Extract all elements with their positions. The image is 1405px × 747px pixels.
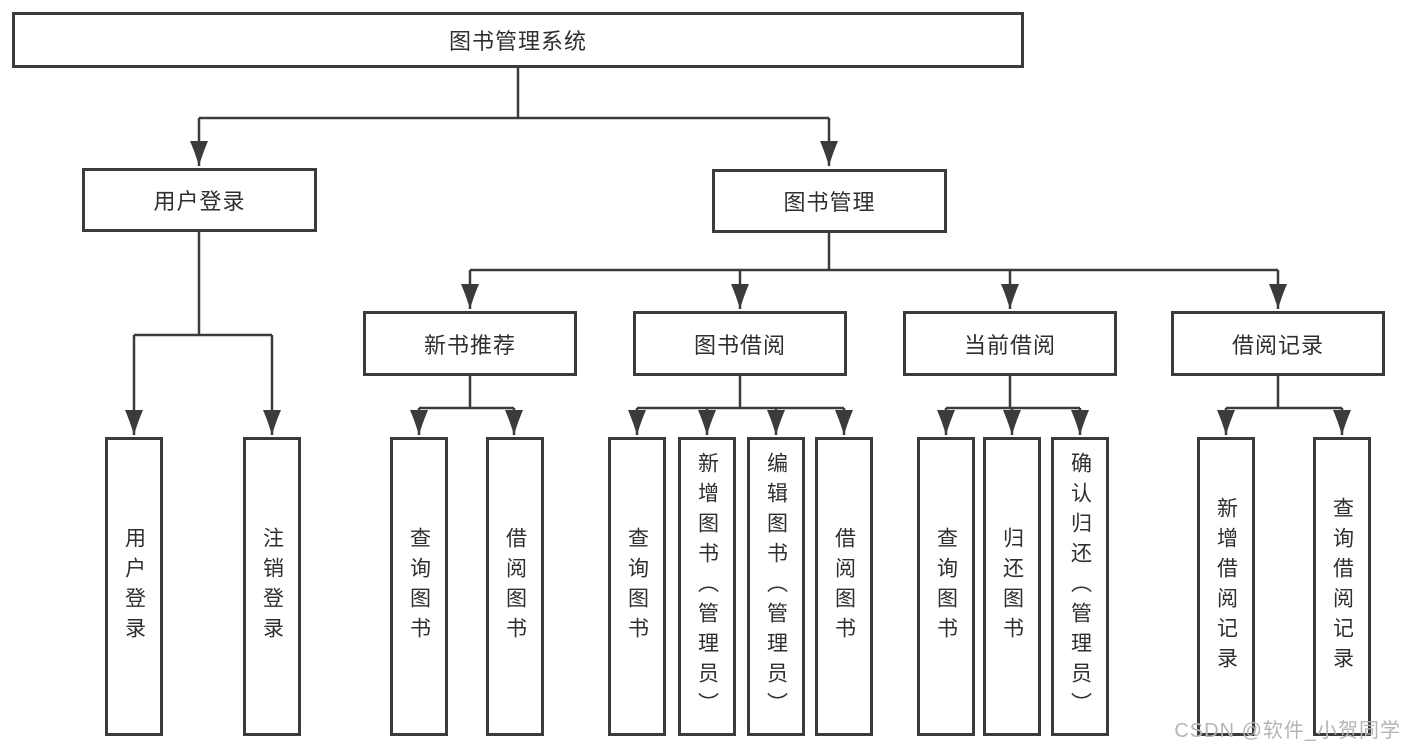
leaf-query-borrow-record: 查询借阅记录 [1313,437,1371,736]
leaf-add-borrow-record-label: 新增借阅记录 [1214,496,1238,677]
leaf-borrow-books-label: 借阅图书 [832,526,856,647]
leaf-add-books-admin-label: 新增图书（管理员） [695,451,719,722]
leaf-logout: 注销登录 [243,437,301,736]
node-borrow-records-label: 借阅记录 [1231,332,1324,358]
node-current-borrowing-label: 当前借阅 [963,332,1056,358]
leaf-add-borrow-record: 新增借阅记录 [1197,437,1255,736]
node-library-system-label: 图书管理系统 [448,29,587,54]
leaf-user-login: 用户登录 [105,437,163,736]
leaf-add-books-admin: 新增图书（管理员） [678,437,736,736]
leaf-borrow-query-books-label: 查询图书 [625,526,649,647]
node-borrow-records: 借阅记录 [1171,311,1385,376]
leaf-borrow-books: 借阅图书 [815,437,873,736]
node-book-management-label: 图书管理 [783,190,876,215]
leaf-confirm-return-admin: 确认归还（管理员） [1051,437,1109,736]
node-book-borrowing: 图书借阅 [633,311,847,376]
leaf-logout-label: 注销登录 [260,526,284,647]
node-book-management: 图书管理 [712,169,947,233]
leaf-recommend-query-books: 查询图书 [390,437,448,736]
leaf-current-query-books: 查询图书 [917,437,975,736]
node-new-book-recommend-label: 新书推荐 [423,332,516,358]
leaf-edit-books-admin-label: 编辑图书（管理员） [764,451,788,722]
leaf-user-login-label: 用户登录 [122,526,146,647]
leaf-recommend-borrow-books-label: 借阅图书 [503,526,527,647]
edges-group [125,68,1351,435]
leaf-confirm-return-admin-label: 确认归还（管理员） [1068,451,1092,722]
node-user-login: 用户登录 [82,168,317,232]
leaf-recommend-borrow-books: 借阅图书 [486,437,544,736]
node-current-borrowing: 当前借阅 [903,311,1117,376]
node-library-system: 图书管理系统 [12,12,1024,68]
leaf-return-books-label: 归还图书 [1000,526,1024,647]
csdn-watermark: CSDN @软件_小贺同学 [1174,720,1401,742]
node-new-book-recommend: 新书推荐 [363,311,577,376]
leaf-edit-books-admin: 编辑图书（管理员） [747,437,805,736]
leaf-return-books: 归还图书 [983,437,1041,736]
leaf-query-borrow-record-label: 查询借阅记录 [1330,496,1354,677]
leaf-current-query-books-label: 查询图书 [934,526,958,647]
leaf-recommend-query-books-label: 查询图书 [407,526,431,647]
node-book-borrowing-label: 图书借阅 [693,332,786,358]
node-user-login-label: 用户登录 [153,189,246,214]
leaf-borrow-query-books: 查询图书 [608,437,666,736]
